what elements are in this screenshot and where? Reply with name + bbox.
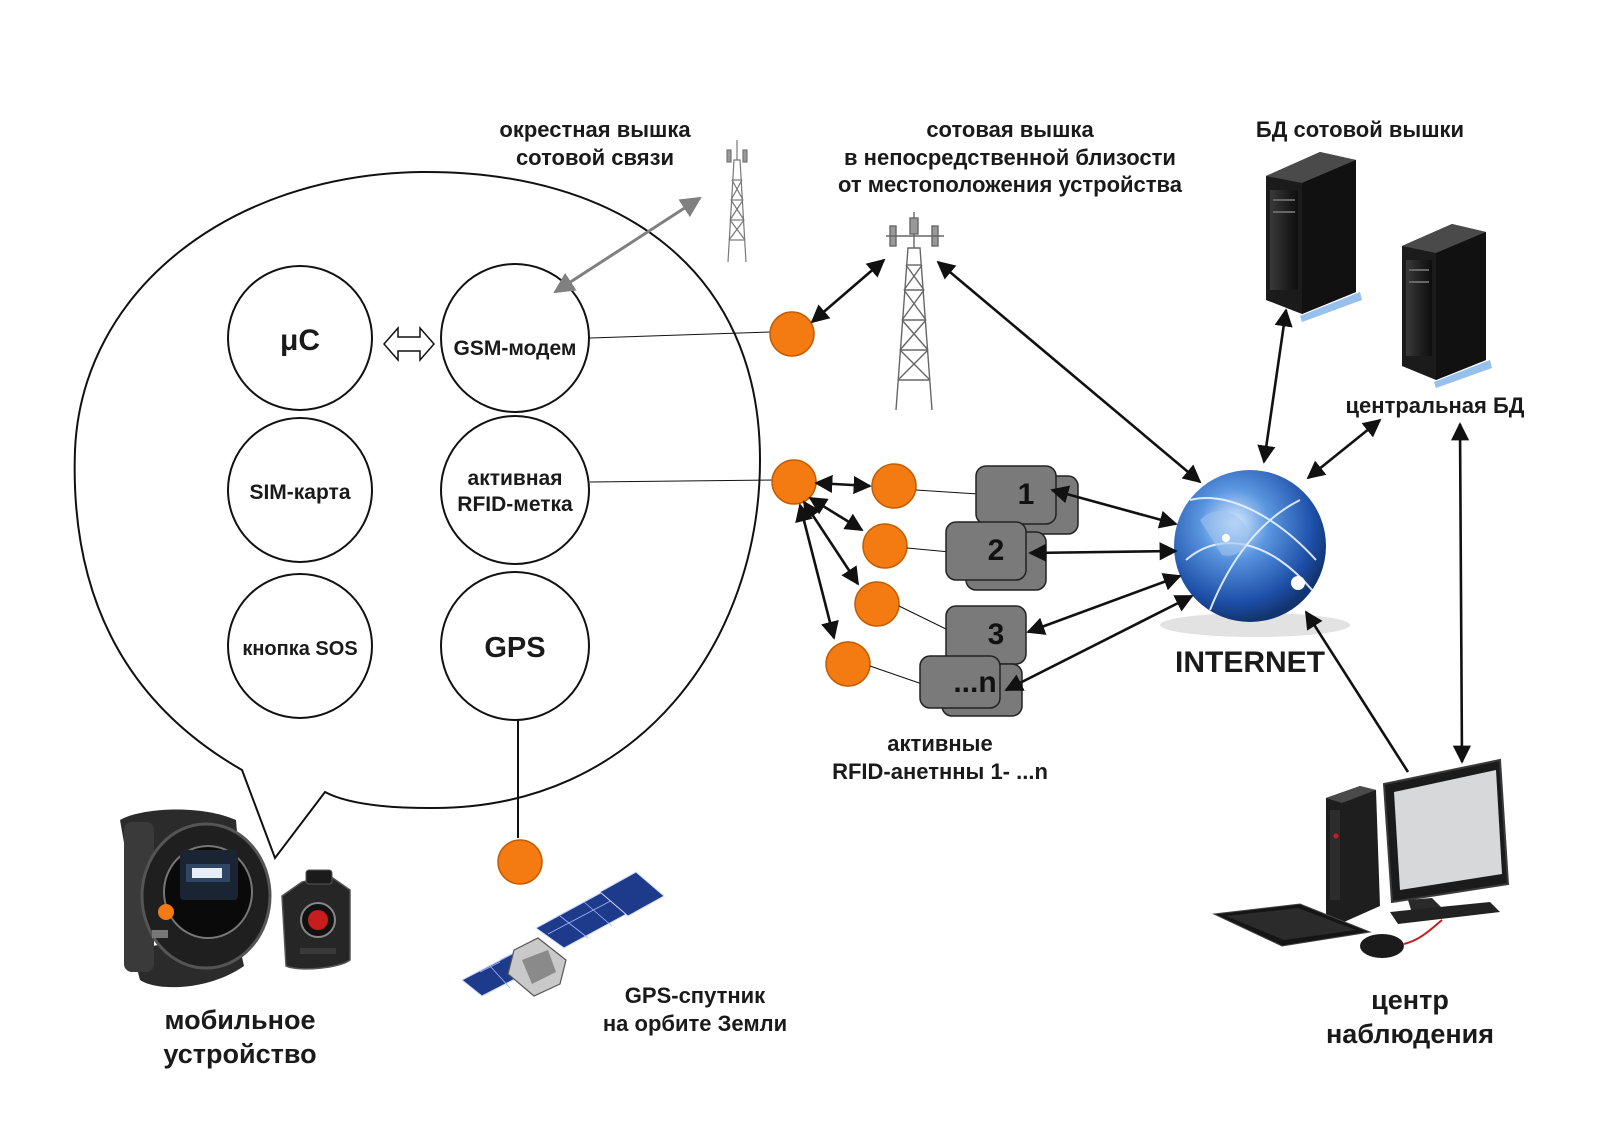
gsm-modem-label: GSM-модем [453, 337, 577, 360]
rfid-tag-label: активная RFID-метка [457, 467, 573, 517]
sim-card-component [227, 417, 373, 563]
cell-tower-label: сотовая вышка в непосредственной близост… [837, 117, 1183, 197]
central-db-label: центральная БД [1345, 393, 1525, 418]
antenna-node-1 [871, 463, 917, 509]
antenna-node-n [825, 641, 871, 687]
mc-label: μC [279, 324, 321, 357]
rfid-antennas-label: активные RFID-анетнны 1- ...n [832, 731, 1048, 784]
gps-satellite-label: GPS-спутник на орбите Земли [602, 983, 788, 1036]
sos-button-label: кнопка SOS [242, 638, 358, 660]
gps-label: GPS [484, 632, 546, 664]
gps-radio-node [497, 839, 543, 885]
nearby-tower-arrow [553, 196, 702, 294]
monitoring-center-label: центр наблюдения [1326, 985, 1494, 1049]
nearby-tower-label: окрестная вышка сотовой связи [499, 117, 691, 170]
device-bubble [73, 170, 762, 861]
server-icon [1266, 152, 1362, 322]
antenna-label-2: 2 [987, 534, 1005, 567]
network-arrows [795, 258, 1472, 773]
internet-label: INTERNET [1175, 646, 1325, 679]
antenna-label-n: ...n [953, 666, 997, 699]
antenna-node-2 [862, 523, 908, 569]
rfid-radio-node [771, 459, 817, 505]
sos-button-component [227, 573, 373, 719]
workstation-icon [1212, 758, 1510, 958]
satellite-icon [461, 871, 665, 997]
antenna-box-n [919, 655, 1023, 717]
sos-tracker-icon [281, 869, 351, 970]
sim-card-label: SIM-карта [249, 481, 351, 504]
antenna-label-1: 1 [1017, 478, 1035, 511]
antenna-node-3 [854, 581, 900, 627]
gps-component [440, 571, 590, 721]
rfid-connector-line [589, 479, 779, 483]
mobile-device-label: мобильное устройство [163, 1005, 317, 1069]
cell-tower-icon [726, 140, 748, 263]
cell-tower-icon [886, 212, 944, 411]
gsm-modem-component [440, 263, 590, 413]
gsm-radio-node [769, 311, 815, 357]
tower-db-label: БД сотовой вышки [1255, 117, 1465, 142]
globe-icon [1160, 470, 1350, 637]
gsm-connector-line [589, 331, 771, 339]
double-arrow-icon [383, 326, 435, 362]
mc-component [227, 265, 373, 411]
server-icon [1402, 224, 1492, 388]
antenna-box-2 [945, 521, 1047, 591]
smartwatch-icon [120, 809, 272, 988]
rfid-tag-component [440, 415, 590, 565]
antenna-label-3: 3 [987, 618, 1005, 651]
